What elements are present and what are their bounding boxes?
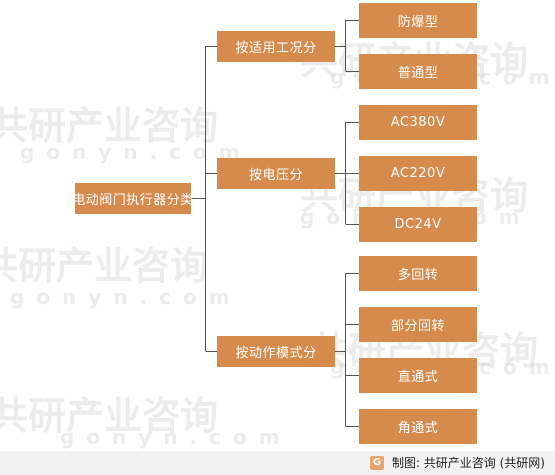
source-credit: G 制图: 共研产业咨询 (共研网) xyxy=(369,454,545,471)
leaf-node: 普通型 xyxy=(359,54,477,89)
leaf-node: AC220V xyxy=(359,156,477,191)
leaf-node: DC24V xyxy=(359,207,477,242)
branch-node-working-condition: 按适用工况分 xyxy=(217,31,335,62)
branch-node-action-mode: 按动作模式分 xyxy=(217,336,335,367)
branch-node-voltage: 按电压分 xyxy=(217,158,335,189)
leaf-node: 多回转 xyxy=(359,256,477,291)
source-text: 制图: 共研产业咨询 (共研网) xyxy=(391,456,545,470)
root-node: 电动阀门执行器分类 xyxy=(72,183,193,214)
leaf-node: 防爆型 xyxy=(359,3,477,38)
brand-logo-icon: G xyxy=(369,455,384,470)
leaf-node: 部分回转 xyxy=(359,307,477,342)
leaf-node: 直通式 xyxy=(359,358,477,393)
leaf-node: 角通式 xyxy=(359,409,477,444)
leaf-node: AC380V xyxy=(359,105,477,140)
source-footer: G 制图: 共研产业咨询 (共研网) xyxy=(0,451,555,475)
